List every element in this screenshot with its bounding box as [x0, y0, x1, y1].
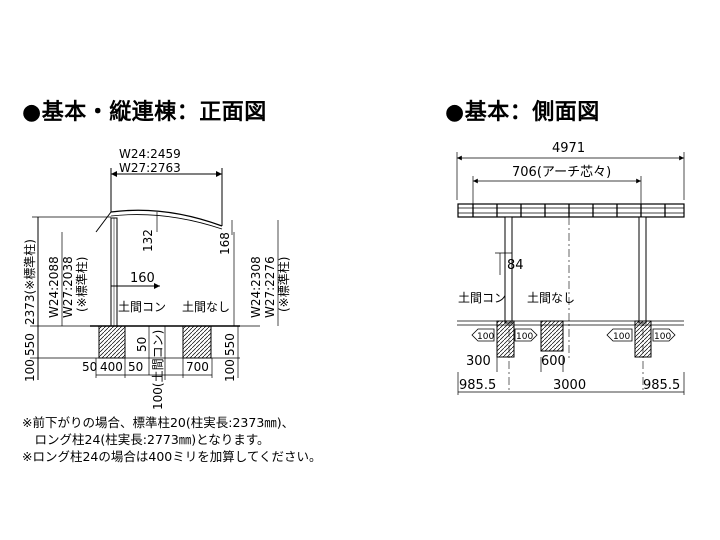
front-dim-100-left: 100 [23, 359, 37, 382]
front-dim-700: 700 [186, 360, 209, 374]
side-label-doma-con: 土間コン [458, 291, 506, 305]
front-view-drawing [30, 168, 279, 380]
side-view-title: ●基本：側面図 [445, 100, 600, 125]
front-right-w24: W24:2308 [249, 256, 263, 318]
front-dim-550-right: 550 [223, 333, 237, 356]
front-width-w27: W27:2763 [119, 161, 181, 175]
side-dim-4971: 4971 [552, 141, 585, 156]
front-dim-400: 400 [100, 360, 123, 374]
side-dim-985-left: 985.5 [459, 378, 496, 393]
side-arrow-100-3: 100 [613, 332, 630, 342]
front-right-std: (※標準柱) [276, 257, 291, 312]
front-dim-100-doma: 100(土間コン) [151, 330, 165, 410]
front-left-w24: W24:2088 [47, 256, 61, 318]
side-dim-600: 600 [541, 354, 566, 369]
side-dim-985-right: 985.5 [643, 378, 680, 393]
front-dim-50-c: 50 [135, 337, 149, 352]
front-dim-550-left: 550 [23, 333, 37, 356]
front-width-w24: W24:2459 [119, 147, 181, 161]
side-arrow-100-2: 100 [516, 332, 533, 342]
front-dim-132: 132 [141, 229, 155, 252]
front-view-title: ●基本・縦連棟：正面図 [22, 100, 267, 125]
side-dim-706: 706(アーチ芯々) [512, 165, 611, 180]
front-label-doma-con: 土間コン [118, 300, 166, 314]
front-dim-100-right: 100 [223, 359, 237, 382]
side-view-drawing [456, 152, 685, 395]
front-dim-50-b: 50 [128, 360, 143, 374]
front-left-height: 2373(※標準柱) [22, 239, 37, 325]
front-dim-160: 160 [130, 271, 155, 286]
front-right-w27: W27:2276 [263, 256, 277, 318]
front-label-doma-nashi: 土間なし [182, 300, 230, 314]
front-left-w27: W27:2038 [61, 256, 75, 318]
front-dim-50-a: 50 [82, 360, 97, 374]
side-arrow-100-1: 100 [477, 332, 494, 342]
side-label-doma-nashi: 土間なし [527, 291, 575, 305]
front-dim-168: 168 [218, 232, 232, 255]
note-line-1: ※前下がりの場合、標準柱20(柱実長:2373㎜)、 [22, 415, 295, 430]
note-line-2: ロング柱24(柱実長:2773㎜)となります。 [22, 432, 270, 447]
side-dim-300: 300 [466, 354, 491, 369]
front-left-std: (※標準柱) [74, 257, 89, 312]
side-dim-3000: 3000 [553, 378, 586, 393]
side-dim-84: 84 [507, 258, 524, 273]
note-line-3: ※ロング柱24の場合は400ミリを加算してください。 [22, 449, 322, 464]
side-arrow-100-4: 100 [654, 332, 671, 342]
